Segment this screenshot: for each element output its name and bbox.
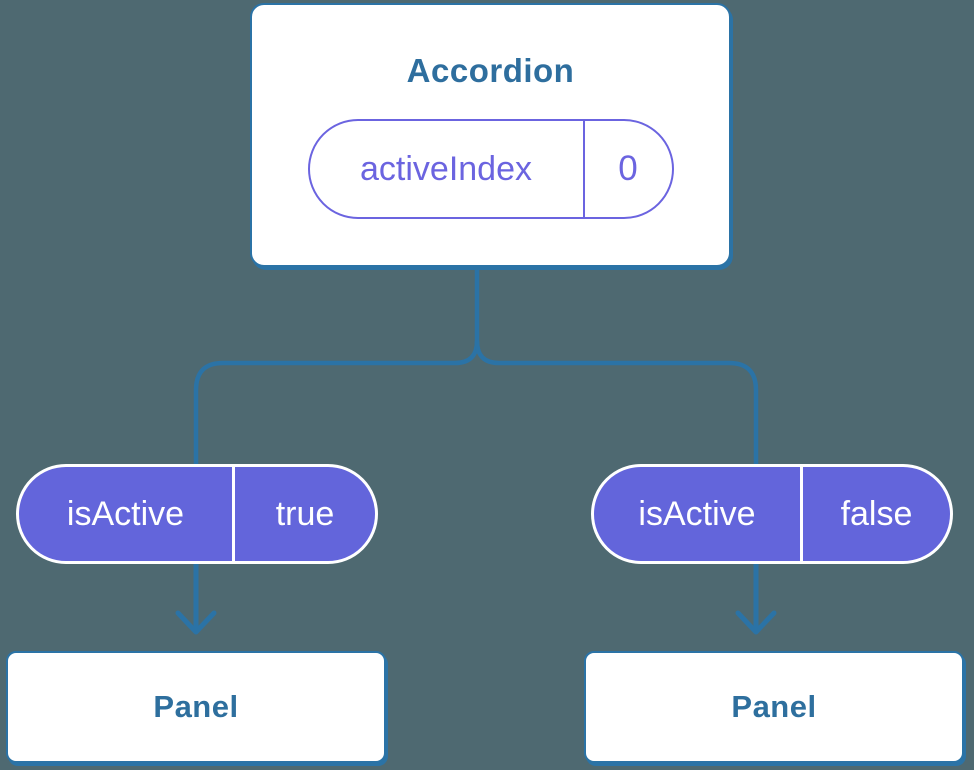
prop-pill-left: isActive true [16, 464, 378, 564]
prop-name: isActive [594, 467, 803, 561]
arrow-left [175, 559, 217, 635]
panel-node-left: Panel [6, 651, 386, 763]
panel-label: Panel [731, 689, 817, 724]
panel-node-right: Panel [584, 651, 964, 763]
fork-left-line [193, 340, 480, 468]
prop-pill-right: isActive false [591, 464, 953, 564]
fork-right-line [474, 340, 759, 468]
accordion-title: Accordion [406, 52, 575, 89]
arrow-right [735, 559, 777, 635]
prop-name: isActive [19, 467, 235, 561]
state-value: 0 [618, 149, 638, 188]
state-name: activeIndex [310, 121, 585, 217]
panel-label: Panel [153, 689, 239, 724]
prop-value: true [275, 494, 335, 533]
accordion-node: Accordion activeIndex 0 [250, 3, 731, 267]
prop-value: false [840, 494, 913, 533]
state-pill: activeIndex 0 [307, 119, 674, 219]
